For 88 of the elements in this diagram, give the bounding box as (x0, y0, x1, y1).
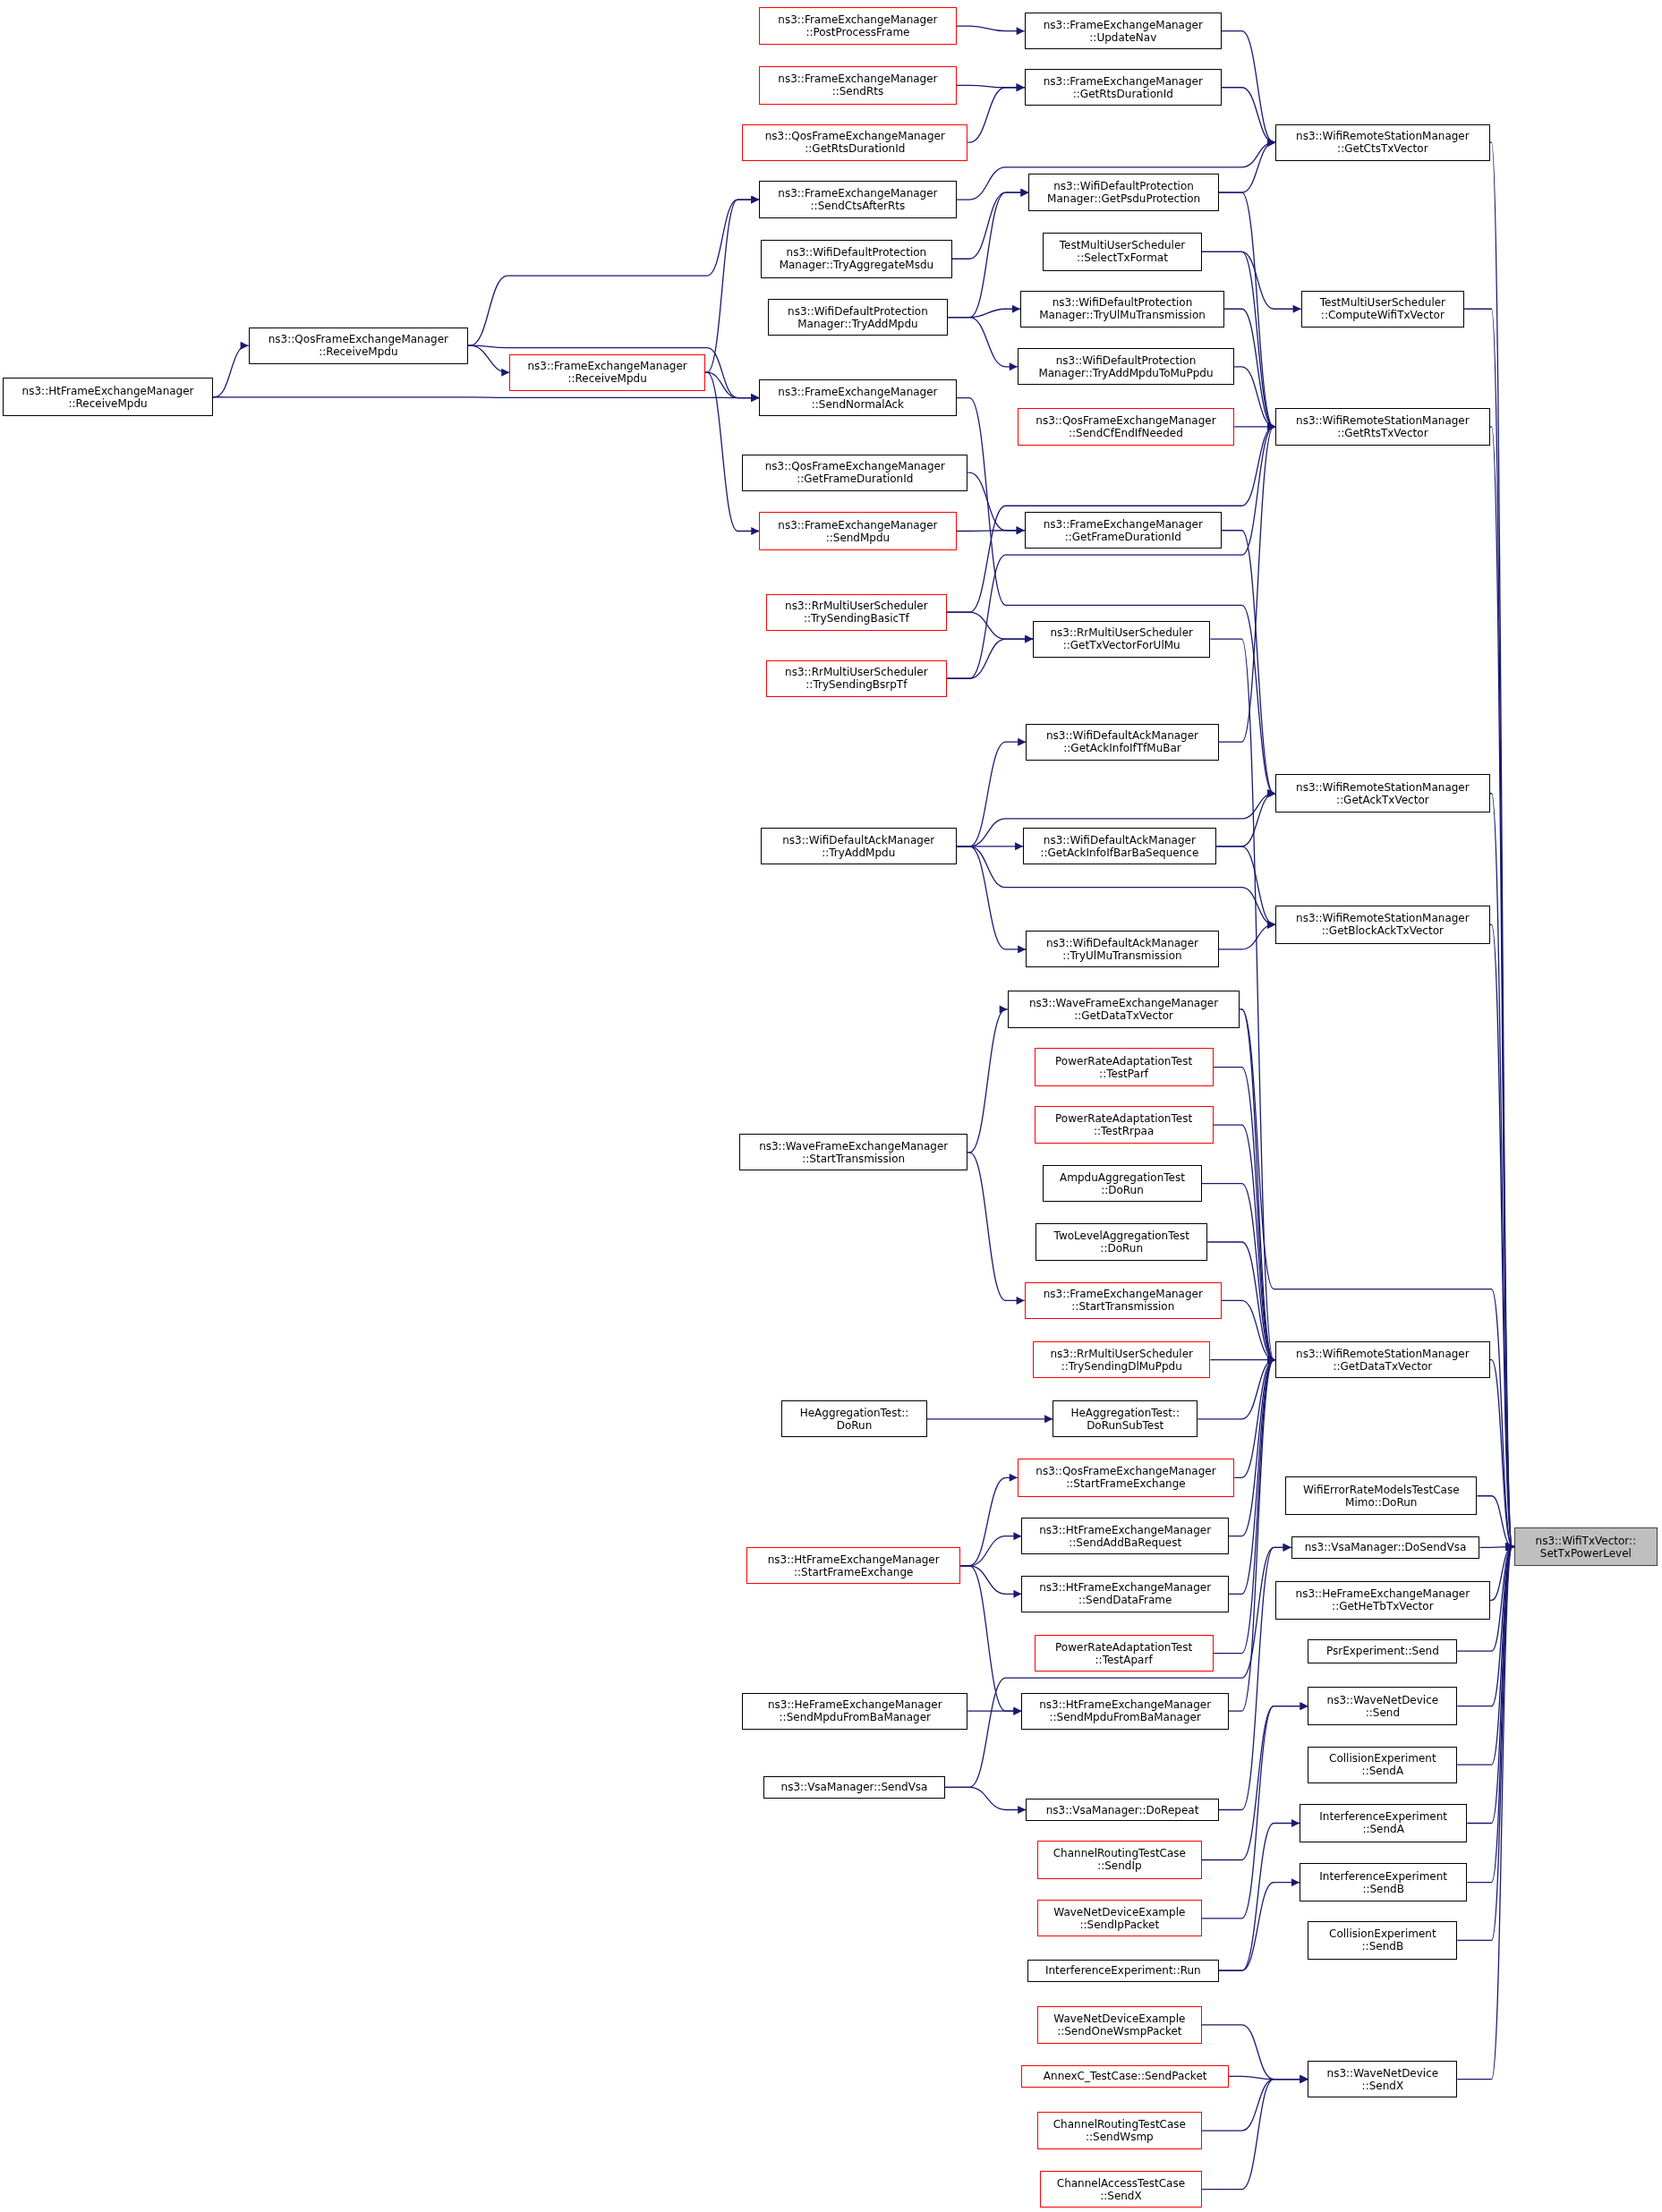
function-box: ns3::FrameExchangeManager ::ReceiveMpdu (509, 353, 706, 391)
function-box: ns3::WifiDefaultAckManager ::TryAddMpdu (760, 828, 957, 865)
arrow (967, 1152, 1026, 1305)
function-box: ns3::FrameExchangeManager ::StartTransmission (1024, 1281, 1222, 1319)
function-box: ns3::QosFrameExchangeManager ::StartFrameExchange (1017, 1459, 1235, 1497)
arrow (704, 371, 760, 535)
function-box: PsrExperiment::Send (1308, 1638, 1458, 1663)
function-box: ns3::HtFrameExchangeManager ::ReceiveMpdu (3, 378, 213, 417)
function-box: ChannelRoutingTestCase ::SendWsmp (1036, 2111, 1202, 2150)
function-box: ns3::WifiRemoteStationManager ::GetBlockAckTxVector (1275, 906, 1490, 944)
function-box: TestMultiUserScheduler ::ComputeWifiTxVector (1300, 290, 1465, 328)
function-box: HeAggregationTest:: DoRun (781, 1400, 927, 1438)
function-box: WifiErrorRateModelsTestCase Mimo::DoRun (1285, 1476, 1478, 1516)
function-box: ns3::WaveNetDevice ::SendX (1308, 2061, 1458, 2098)
function-box: ns3::WifiRemoteStationManager ::GetRtsTxVector (1275, 407, 1490, 447)
arrow (1218, 920, 1276, 950)
arrow (1228, 1356, 1276, 1712)
function-box: ns3::WifiRemoteStationManager ::GetDataTxVector (1275, 1341, 1490, 1379)
function-box: ns3::FrameExchangeManager ::GetFrameDurationId (1024, 512, 1222, 549)
function-box: ns3::QosFrameExchangeManager ::SendCfEndIfNeeded (1017, 407, 1235, 447)
arrow (956, 25, 1026, 36)
arrow (1201, 251, 1302, 313)
function-box: ChannelRoutingTestCase ::SendIp (1036, 1841, 1202, 1879)
function-box: ns3::QosFrameExchangeManager ::GetRtsDurationId (742, 123, 968, 161)
function-box: ns3::FrameExchangeManager ::GetRtsDurationId (1024, 69, 1222, 106)
arrow (1218, 1878, 1300, 1971)
arrow (1218, 422, 1276, 743)
function-box: ns3::WifiDefaultAckManager ::TryUlMuTransmission (1026, 931, 1219, 968)
function-box: ns3::WifiTxVector:: SetTxPowerLevel (1513, 1527, 1658, 1566)
function-box: ns3::FrameExchangeManager ::PostProcessFrame (759, 6, 957, 46)
arrow (704, 195, 760, 373)
function-box: CollisionExperiment ::SendB (1308, 1921, 1458, 1960)
function-box: ns3::WifiDefaultProtection Manager::TryAddMpdu (767, 299, 949, 336)
function-box: ns3::FrameExchangeManager ::UpdateNav (1024, 13, 1222, 50)
function-box: PowerRateAdaptationTest ::TestAparf (1034, 1635, 1214, 1672)
function-box: ns3::WifiDefaultAckManager ::GetAckInfoIfBarBaSequence (1023, 828, 1216, 865)
function-box: ns3::RrMultiUserScheduler ::TrySendingDlMuPpdu (1033, 1341, 1211, 1379)
function-box: ns3::WifiDefaultProtection Manager::TryUlMuTransmission (1019, 290, 1225, 328)
function-box: WaveNetDeviceExample ::SendOneWsmpPacket (1036, 2005, 1202, 2045)
function-box: ns3::RrMultiUserScheduler ::GetTxVectorForUlMu (1033, 620, 1211, 658)
arrow (967, 1706, 1023, 1715)
function-box: HeAggregationTest:: DoRunSubTest (1053, 1400, 1198, 1438)
function-box: WaveNetDeviceExample ::SendIpPacket (1036, 1900, 1202, 1937)
function-box: ns3::VsaManager::SendVsa (763, 1775, 946, 1799)
function-box: ns3::HtFrameExchangeManager ::SendMpduFromBaManager (1021, 1692, 1229, 1730)
arrow (1218, 1543, 1292, 1811)
function-box: ns3::WaveFrameExchangeManager ::GetDataTxVector (1007, 990, 1240, 1029)
function-box: ns3::QosFrameExchangeManager ::ReceiveMpdu (248, 327, 469, 364)
function-box: ns3::RrMultiUserScheduler ::TrySendingBsrpTf (766, 659, 947, 697)
arrow (947, 317, 1019, 371)
function-box: ns3::HeFrameExchangeManager ::GetHeTbTxVector (1275, 1581, 1490, 1620)
function-box: ns3::WifiDefaultAckManager ::GetAckInfoIfTfMuBar (1026, 723, 1219, 761)
function-box: CollisionExperiment ::SendA (1308, 1746, 1458, 1783)
function-box: ns3::VsaManager::DoSendVsa (1291, 1536, 1480, 1559)
arrow (956, 846, 1027, 954)
function-box: ns3::QosFrameExchangeManager ::GetFrameDurationId (742, 454, 968, 491)
function-box: ns3::WifiDefaultProtection Manager::TryAddMpduToMuPpdu (1017, 348, 1235, 386)
function-box: ns3::RrMultiUserScheduler ::TrySendingBasicTf (766, 593, 947, 631)
function-box: ns3::WifiDefaultProtection Manager::GetPsduProtection (1028, 173, 1219, 212)
function-box: ns3::WaveFrameExchangeManager ::StartTransmission (739, 1134, 968, 1171)
arrow (1201, 2075, 1309, 2191)
function-box: PowerRateAdaptationTest ::TestRrpaa (1034, 1105, 1214, 1144)
function-box: TestMultiUserScheduler ::SelectTxFormat (1043, 233, 1202, 271)
arrow (925, 1415, 1053, 1424)
function-box: ns3::HtFrameExchangeManager ::StartFrameExchange (746, 1547, 961, 1585)
arrow (967, 83, 1026, 143)
function-box: AnnexC_TestCase::SendPacket (1021, 2064, 1229, 2089)
function-box: ns3::FrameExchangeManager ::SendMpdu (759, 512, 957, 550)
function-box: ChannelAccessTestCase ::SendX (1039, 2171, 1202, 2208)
arrow (956, 526, 1026, 535)
function-box: ns3::VsaManager::DoRepeat (1026, 1798, 1219, 1822)
function-box: ns3::HtFrameExchangeManager ::SendAddBaRequest (1021, 1518, 1229, 1555)
function-box: ns3::FrameExchangeManager ::SendNormalAck (759, 379, 957, 417)
function-box: ns3::WifiRemoteStationManager ::GetAckTxVector (1275, 774, 1490, 812)
function-box: ns3::FrameExchangeManager ::SendRts (759, 66, 957, 105)
function-box: InterferenceExperiment::Run (1027, 1959, 1219, 1982)
function-box: ns3::WifiDefaultProtection Manager::TryAggregateMsdu (760, 240, 952, 278)
arrow (1201, 1702, 1309, 1919)
function-box: AmpduAggregationTest ::DoRun (1043, 1165, 1202, 1203)
function-box: ns3::FrameExchangeManager ::SendCtsAfterRts (759, 180, 957, 219)
function-box: ns3::WaveNetDevice ::Send (1308, 1687, 1458, 1725)
function-box: ns3::HtFrameExchangeManager ::SendDataFrame (1021, 1575, 1229, 1612)
function-box: PowerRateAdaptationTest ::TestParf (1034, 1048, 1214, 1086)
function-box: TwoLevelAggregationTest ::DoRun (1036, 1222, 1208, 1262)
function-box: InterferenceExperiment ::SendA (1300, 1804, 1468, 1842)
function-box: ns3::HeFrameExchangeManager ::SendMpduFromBaManager (742, 1692, 968, 1730)
function-box: ns3::WifiRemoteStationManager ::GetCtsTxVector (1275, 123, 1490, 161)
function-box: InterferenceExperiment ::SendB (1300, 1863, 1468, 1901)
